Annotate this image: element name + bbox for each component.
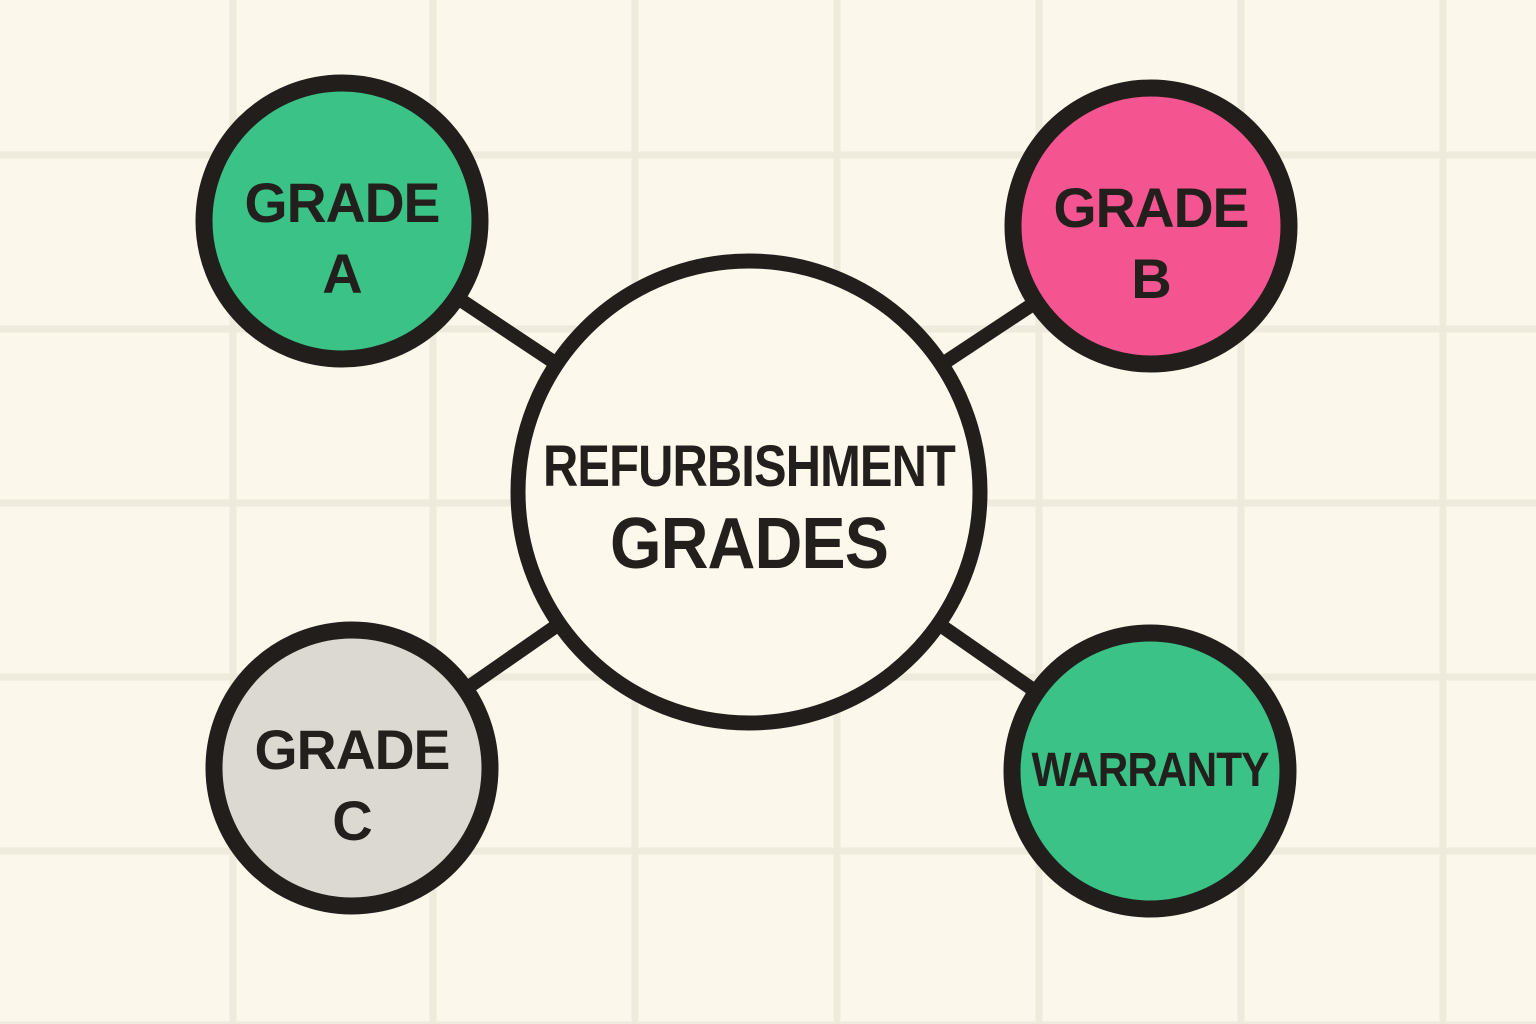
grade-a-label-line1: GRADE (245, 171, 440, 234)
grade-c-label-line2: C (332, 789, 371, 852)
warranty-label: WARRANTY (1032, 744, 1270, 797)
center-node-circle (510, 253, 988, 731)
node-grade-b: GRADE B (1004, 79, 1298, 373)
grade-b-label-line1: GRADE (1054, 176, 1249, 239)
node-grade-a: GRADE A (195, 74, 489, 368)
warranty-circle (1003, 624, 1297, 918)
center-title-line1: REFURBISHMENT (543, 434, 955, 499)
center-node: REFURBISHMENT GRADES (510, 253, 988, 731)
grade-a-circle (195, 74, 489, 368)
grade-c-circle (205, 621, 499, 915)
node-grade-c: GRADE C (205, 621, 499, 915)
grade-c-label-line1: GRADE (255, 718, 450, 781)
grade-b-label-line2: B (1131, 247, 1170, 310)
grade-b-circle (1004, 79, 1298, 373)
node-warranty: WARRANTY (1003, 624, 1297, 918)
grade-a-label-line2: A (322, 242, 361, 305)
center-title-line2: GRADES (610, 504, 888, 584)
